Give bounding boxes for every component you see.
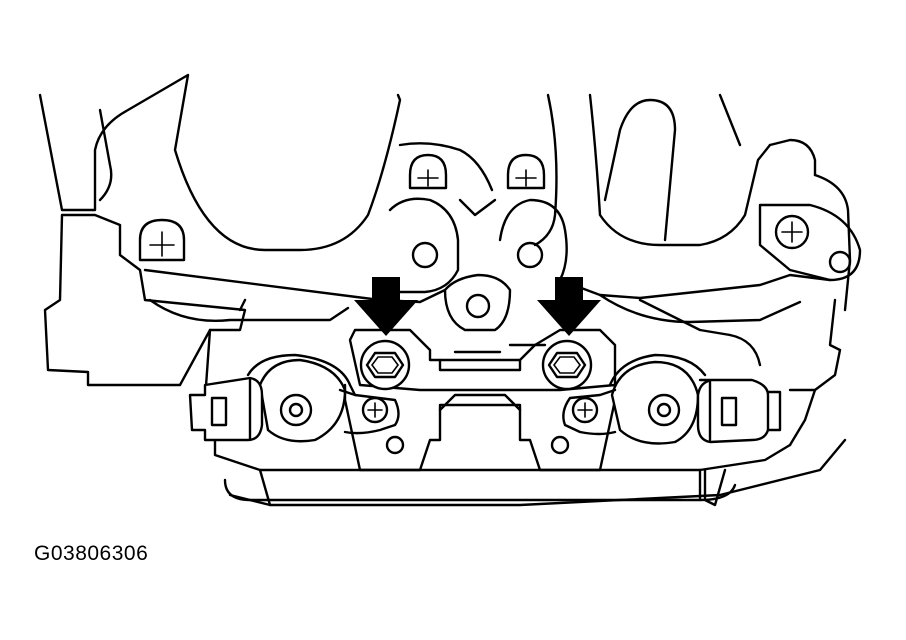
figure-id-label: G03806306 xyxy=(34,542,149,565)
intake-runners xyxy=(38,73,817,252)
lower-bracket xyxy=(213,383,847,507)
right-injector xyxy=(562,353,782,445)
upper-nuts xyxy=(138,153,546,262)
center-plate xyxy=(348,328,617,392)
left-injector xyxy=(188,353,400,443)
right-arrow-icon xyxy=(537,277,601,336)
left-arrow-icon xyxy=(354,277,418,336)
indicator-arrows xyxy=(354,277,601,336)
